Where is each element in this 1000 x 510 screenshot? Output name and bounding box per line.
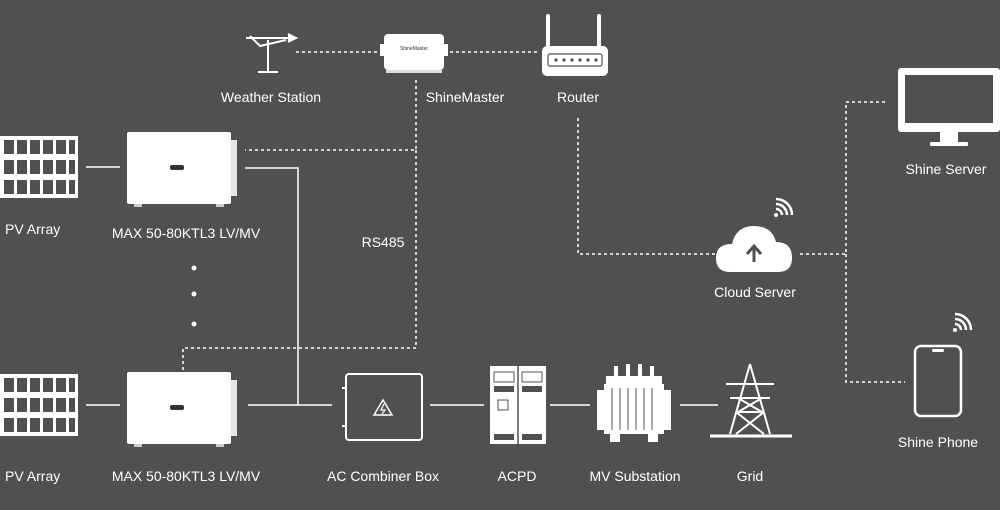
shinemaster-screen-text: ShineMaster — [400, 46, 428, 52]
solar-panel-icon — [0, 374, 78, 436]
monitor-icon — [898, 68, 1000, 146]
inverter-top-label: MAX 50-80KTL3 LV/MV — [111, 225, 261, 241]
router-label: Router — [556, 89, 600, 105]
weather-station-icon — [246, 33, 299, 73]
transmission-tower-icon — [710, 363, 792, 438]
grid-label: Grid — [736, 468, 764, 484]
inverter-icon — [127, 132, 237, 207]
shine-phone-label: Shine Phone — [897, 434, 979, 450]
high-voltage-icon — [342, 373, 423, 441]
connection-lines — [86, 51, 905, 406]
ac-combiner-label: AC Combiner Box — [326, 468, 440, 484]
shine-server-label: Shine Server — [905, 161, 987, 177]
cloud-upload-icon — [716, 226, 792, 272]
router-icon — [542, 14, 608, 76]
inverter-icon — [127, 372, 237, 447]
shinemaster-label: ShineMaster — [425, 89, 505, 105]
acpd-label: ACPD — [497, 468, 537, 484]
cloud-server-label: Cloud Server — [714, 284, 796, 300]
rs485-label: RS485 — [361, 234, 405, 250]
solar-panel-icon — [0, 136, 78, 198]
mv-substation-label: MV Substation — [589, 468, 681, 484]
datalogger-icon: ShineMaster — [380, 34, 448, 73]
phone-icon — [913, 344, 963, 418]
ellipsis-dots — [191, 265, 197, 327]
pv-array-bottom-label: PV Array — [5, 468, 61, 484]
weather-station-label: Weather Station — [220, 89, 322, 105]
wifi-icon — [774, 197, 794, 217]
cabinet-icon — [490, 366, 546, 444]
pv-array-top-label: PV Array — [5, 221, 61, 237]
wifi-icon — [953, 312, 973, 332]
transformer-icon — [597, 364, 671, 442]
inverter-bottom-label: MAX 50-80KTL3 LV/MV — [111, 468, 261, 484]
